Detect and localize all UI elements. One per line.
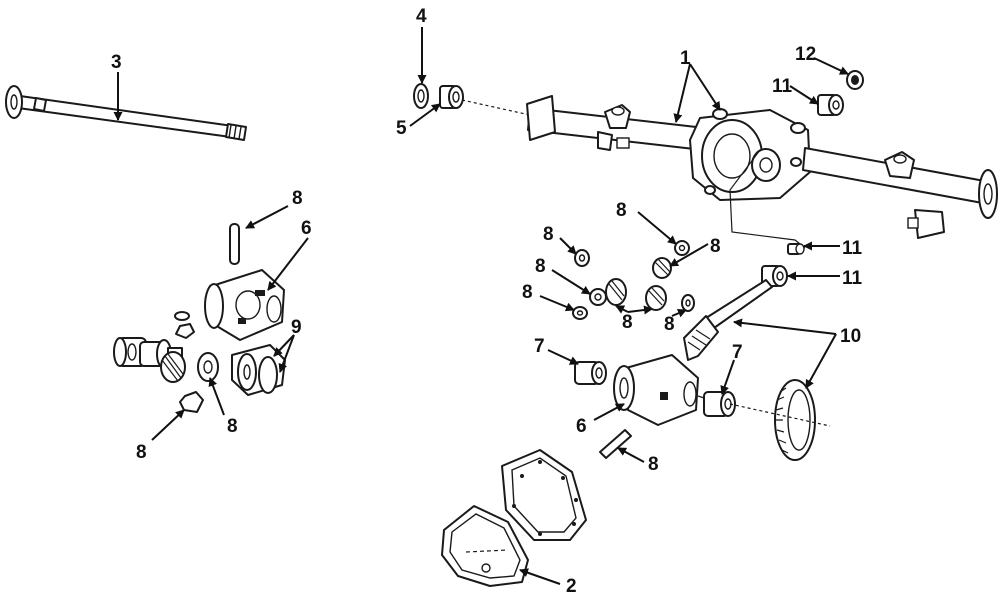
callout-8-washer-c: 8: [522, 282, 533, 303]
differential-case-right: [613, 354, 705, 426]
callout-6-left: 6: [301, 218, 312, 239]
callout-9: 9: [291, 317, 302, 338]
callout-8-right-pin: 8: [648, 454, 659, 475]
pinion-gear-1: [652, 257, 672, 279]
axle-seal: [413, 83, 429, 109]
side-gear-left: [160, 351, 186, 383]
pinion-bearing-small: [787, 243, 805, 255]
thrust-washer-1: [674, 240, 690, 256]
callout-7-right: 7: [732, 342, 743, 363]
carrier-bearing-left: [574, 361, 607, 385]
thrust-washer-left-top: [174, 311, 190, 321]
callout-8-washer-a: 8: [543, 224, 554, 245]
pinion-gear-left: [197, 352, 219, 382]
thrust-washer-2: [574, 249, 590, 267]
cover-gasket: [501, 449, 587, 541]
differential-cover: [441, 505, 529, 587]
thrust-washer-4: [572, 306, 588, 320]
pinion-bearing-upper: [817, 94, 844, 116]
callout-8-left-pin: 8: [292, 188, 303, 209]
side-gear-1: [605, 278, 627, 306]
ring-gear: [729, 379, 831, 461]
callout-8-right-washer: 8: [664, 314, 675, 335]
callout-11-lower: 11: [842, 268, 863, 289]
callout-2: 2: [566, 576, 577, 595]
callout-7-left: 7: [534, 336, 545, 357]
callout-8-left-gear: 8: [227, 416, 238, 437]
callout-1: 1: [680, 48, 691, 69]
pinion-shaft-pin-right: [599, 429, 632, 459]
clutch-pack: [231, 344, 286, 396]
side-gear-2: [645, 285, 667, 311]
callout-5: 5: [396, 118, 407, 139]
callout-10: 10: [840, 326, 861, 347]
callout-8-top-gear: 8: [710, 236, 721, 257]
axle-shaft: [5, 85, 247, 141]
thrust-washer-3: [681, 294, 695, 312]
callout-4: 4: [416, 6, 427, 27]
callout-6-right: 6: [576, 416, 587, 437]
callout-3: 3: [111, 52, 122, 73]
pinion-shaft-pin-left: [229, 223, 240, 265]
axle-bearing: [439, 85, 464, 109]
pinion-seal: [846, 70, 864, 90]
drive-pinion: [683, 279, 773, 361]
pinion-gear-2: [589, 288, 607, 306]
callout-11-upper: 11: [772, 76, 793, 97]
callout-12: 12: [795, 44, 816, 65]
callout-8-center: 8: [622, 312, 633, 333]
callout-8-top-washer: 8: [616, 200, 627, 221]
carrier-bearing-right: [703, 391, 736, 417]
callout-8-washer-b: 8: [535, 256, 546, 277]
differential-case-left: [204, 269, 285, 341]
callout-11-middle: 11: [842, 238, 863, 259]
axle-housing: [526, 95, 998, 239]
side-gear-pinion-left: [175, 323, 195, 339]
callout-8-left-bottom: 8: [136, 442, 147, 463]
pinion-gear-bottom-left: [179, 391, 204, 413]
